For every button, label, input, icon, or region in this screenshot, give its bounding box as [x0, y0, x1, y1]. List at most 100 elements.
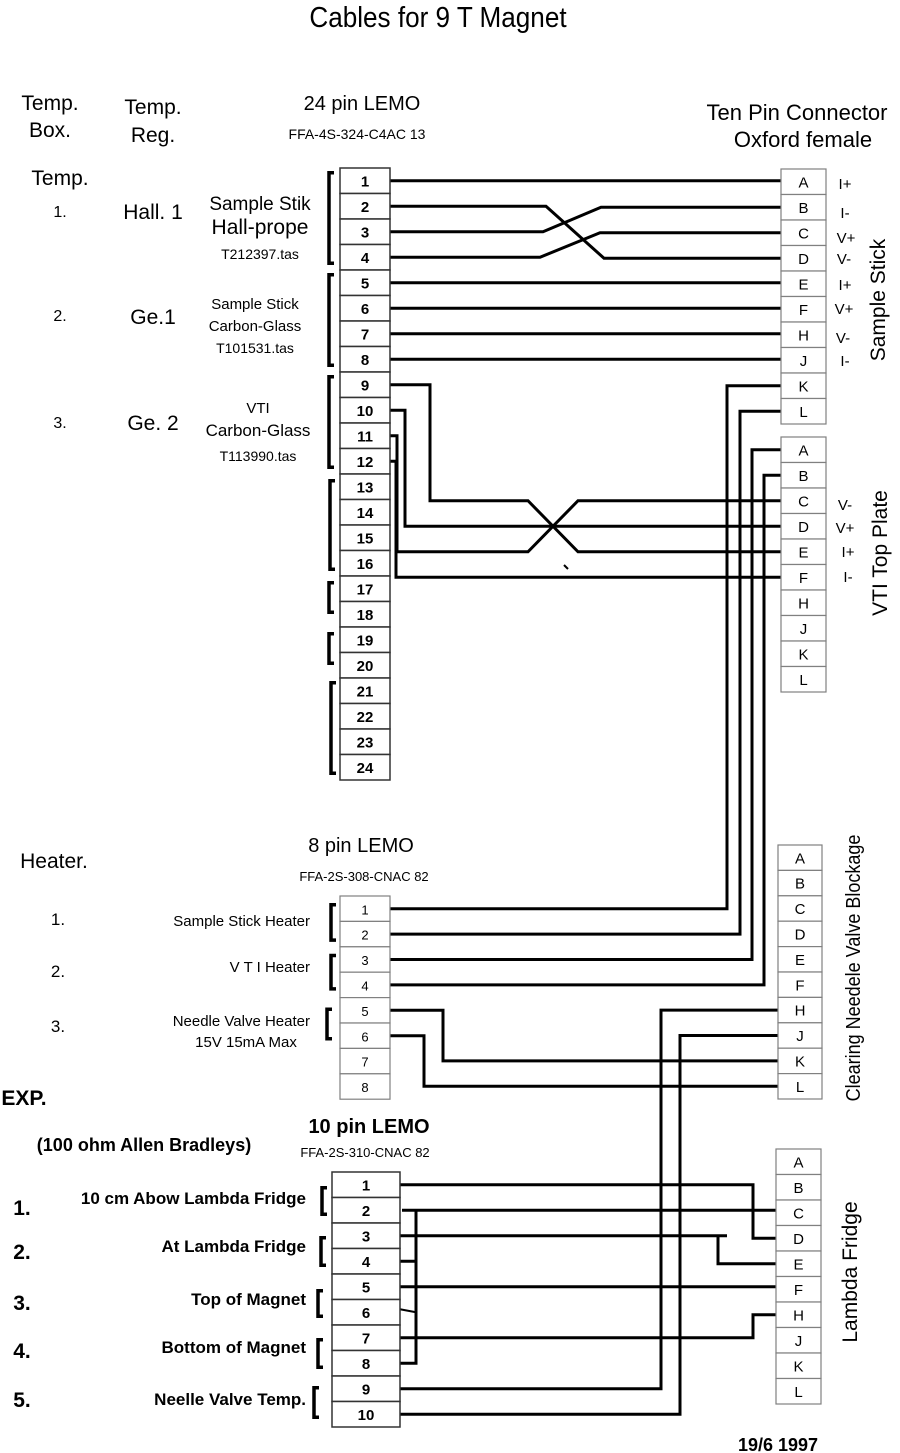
bracket-lemo24-5-8 [327, 273, 334, 367]
pin-label: 3 [361, 224, 369, 241]
lemo8-title: 8 pin LEMO [308, 835, 414, 857]
lemo8-part-number: FFA-2S-308-CNAC 82 [299, 869, 428, 884]
pin-label: C [798, 493, 809, 510]
pin-label: 19 [357, 632, 374, 649]
pin-cell [339, 702, 391, 730]
pin-label: 2 [361, 928, 368, 943]
wires [390, 179, 781, 1416]
lemo10-title: 10 pin LEMO [308, 1116, 429, 1138]
pin-label: 10 [357, 403, 374, 420]
bracket-lemo24-9-12 [327, 375, 334, 469]
pin-label: H [798, 595, 809, 612]
pin-label: 1 [361, 173, 369, 190]
pin-label: A [798, 174, 808, 191]
pin-cell [777, 920, 823, 948]
pin-label: E [798, 276, 808, 293]
sample-stick-signal: I+ [839, 176, 852, 193]
pin-label: 7 [362, 1330, 370, 1347]
pin-label: 1 [361, 902, 368, 917]
vti-signal: I+ [842, 544, 855, 561]
pin-label: J [796, 1028, 804, 1045]
pin-label: 8 [361, 352, 369, 369]
temp-item-number: 2. [53, 308, 66, 325]
pin-cell [339, 971, 391, 999]
bracket-lemo8-5-6 [325, 1007, 332, 1041]
pin-label: 10 [358, 1407, 375, 1424]
pin-label: 14 [357, 505, 374, 522]
pin-label: H [795, 1003, 806, 1020]
pin-label: A [795, 850, 805, 867]
exp-item-number: 1. [13, 1197, 31, 1220]
bracket-lemo24-21-24 [329, 681, 336, 775]
pin-cell [780, 397, 827, 425]
lemo24-title: 24 pin LEMO [304, 93, 421, 115]
pin-cell [331, 1349, 401, 1377]
temp-item-regulator: Hall. 1 [123, 201, 183, 224]
pin-cell [339, 996, 391, 1024]
sample-stick-signal: V+ [837, 230, 856, 247]
header-temp-reg-line2: Reg. [131, 124, 175, 147]
heater-item-description: Sample Stick Heater [173, 913, 310, 930]
pin-label: D [798, 519, 809, 536]
pin-label: F [794, 1282, 803, 1299]
pin-label: 4 [361, 250, 370, 267]
pin-cell [780, 168, 827, 196]
pin-label: 17 [357, 581, 374, 598]
pin-cell [339, 294, 391, 322]
vti-top-plate-label: VTI Top Plate [869, 490, 892, 616]
pin-label: 3 [361, 953, 368, 968]
pin-label: J [800, 621, 808, 638]
pin-label: 3 [362, 1228, 370, 1245]
pin-cell [339, 243, 391, 271]
pin-label: E [798, 544, 808, 561]
pin-label: 4 [362, 1254, 371, 1271]
ten-pin-title-line2: Oxford female [734, 127, 872, 152]
wire-lemo24-3-to-ss-b [390, 205, 781, 234]
pin-cell [780, 244, 827, 272]
heater-item-number: 1. [51, 910, 65, 929]
pin-cell [775, 1352, 822, 1380]
wire-lemo8-1-to-ss-k [390, 384, 781, 911]
pin-cell [339, 1073, 391, 1100]
bracket-lemo10-7-8 [316, 1338, 323, 1369]
pin-cell [780, 346, 827, 374]
vti-signal: V+ [836, 520, 855, 537]
wire-lemo10-9-to-clearing-h [400, 1008, 778, 1391]
wire-lemo24-11-to-vti-c [390, 434, 781, 554]
header-temp-box-line1: Temp. [21, 92, 78, 115]
lemo24-part-number: FFA-4S-324-C4AC 13 [289, 126, 426, 142]
pin-cell [339, 345, 391, 373]
temp-item-description: T113990.tas [220, 448, 297, 464]
heater-item-description: 15V 15mA Max [195, 1034, 297, 1051]
bracket-lemo10-1-2 [320, 1186, 327, 1216]
pin-cell [775, 1148, 822, 1176]
pin-cell [777, 971, 823, 998]
pin-cell [777, 1047, 823, 1075]
clearing-connector-label: Clearing Needele Valve Blockage [843, 835, 865, 1102]
pin-cell [775, 1224, 822, 1252]
pin-cell [780, 665, 827, 693]
pin-label: L [794, 1384, 802, 1401]
pin-cell [780, 589, 827, 617]
temp-item-regulator: Ge. 2 [127, 412, 178, 435]
pin-label: 7 [361, 326, 369, 343]
wire-lemo8-4-to-vti-b [390, 473, 781, 987]
pin-cell [780, 219, 827, 247]
pin-cell [339, 600, 391, 628]
temp-item-description: T101531.tas [216, 340, 294, 356]
pin-cell [331, 1400, 401, 1428]
wire-lemo8-2-to-ss-l [390, 409, 781, 936]
pin-label: 13 [357, 479, 374, 496]
pin-cell [339, 524, 391, 552]
pin-label: 8 [362, 1356, 370, 1373]
temp-item-description: VTI [246, 400, 269, 417]
pin-label: E [795, 952, 805, 969]
pin-cell [780, 512, 827, 540]
pin-label: 7 [361, 1055, 368, 1070]
wire-lemo24-12-to-vti-f [390, 459, 781, 579]
exp-item-description: 10 cm Abow Lambda Fridge [81, 1189, 306, 1208]
pin-label: 23 [357, 734, 374, 751]
